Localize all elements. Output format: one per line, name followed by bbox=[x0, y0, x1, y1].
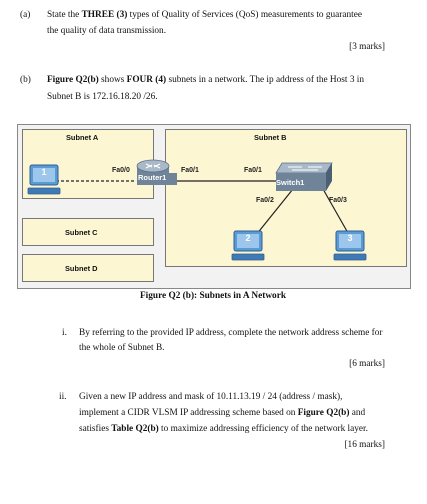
part-b-label: (b) bbox=[20, 75, 31, 85]
host-1-computer-icon bbox=[26, 163, 62, 199]
question-ii-line2: implement a CIDR VLSM IP addressing sche… bbox=[79, 408, 366, 418]
port-fa03-label: Fa0/3 bbox=[329, 197, 347, 204]
port-fa00-label: Fa0/0 bbox=[112, 167, 130, 174]
port-fa01-switch-label: Fa0/1 bbox=[244, 167, 262, 174]
part-a-marks: [3 marks] bbox=[349, 42, 385, 52]
part-a-line1: State the THREE (3) types of Quality of … bbox=[47, 10, 363, 20]
host-3-computer-icon bbox=[332, 229, 368, 265]
link-switch-host2 bbox=[255, 188, 294, 236]
router-label-bg bbox=[137, 173, 177, 185]
subnet-c-box bbox=[22, 218, 154, 246]
question-i-line2: the whole of Subnet B. bbox=[79, 343, 165, 353]
subnet-a-label: Subnet A bbox=[66, 133, 99, 142]
part-b-line1: Figure Q2(b) shows FOUR (4) subnets in a… bbox=[47, 75, 365, 85]
question-i-line1: By referring to the provided IP address,… bbox=[79, 328, 383, 338]
network-diagram: Subnet A Subnet B Subnet C Subnet D 1 Ro… bbox=[17, 124, 411, 289]
host-1-number: 1 bbox=[41, 167, 47, 177]
part-a-line2: the quality of data transmission. bbox=[47, 26, 167, 36]
port-fa02-label: Fa0/2 bbox=[256, 197, 274, 204]
figure-caption: Figure Q2 (b): Subnets in A Network bbox=[139, 291, 286, 301]
subnet-d-box bbox=[22, 254, 154, 282]
part-b-line2: Subnet B is 172.16.18.20 /26. bbox=[47, 92, 158, 102]
link-switch-host3 bbox=[322, 188, 349, 234]
subnet-c-label: Subnet C bbox=[65, 228, 98, 237]
port-fa01-router-label: Fa0/1 bbox=[181, 167, 199, 174]
question-ii-line3: satisfies Table Q2(b) to maximize addres… bbox=[79, 424, 368, 434]
subnet-d-label: Subnet D bbox=[65, 264, 98, 273]
switch-icon bbox=[274, 161, 334, 193]
host-2-number: 2 bbox=[245, 233, 251, 243]
host-2-computer-icon bbox=[230, 229, 266, 265]
question-ii-label: ii. bbox=[59, 392, 67, 402]
question-ii-line1: Given a new IP address and mask of 10.11… bbox=[79, 392, 343, 402]
network-links bbox=[56, 180, 349, 236]
question-i-marks: [6 marks] bbox=[349, 359, 385, 369]
host-3-number: 3 bbox=[347, 233, 353, 243]
subnet-b-label: Subnet B bbox=[254, 133, 287, 142]
part-a-label: (a) bbox=[20, 10, 31, 20]
question-i-label: i. bbox=[62, 328, 67, 338]
subnet-a-box bbox=[22, 129, 154, 199]
question-ii-marks: [16 marks] bbox=[344, 440, 385, 450]
router-label: Router1 bbox=[138, 173, 167, 182]
switch-label: Switch1 bbox=[276, 178, 305, 187]
